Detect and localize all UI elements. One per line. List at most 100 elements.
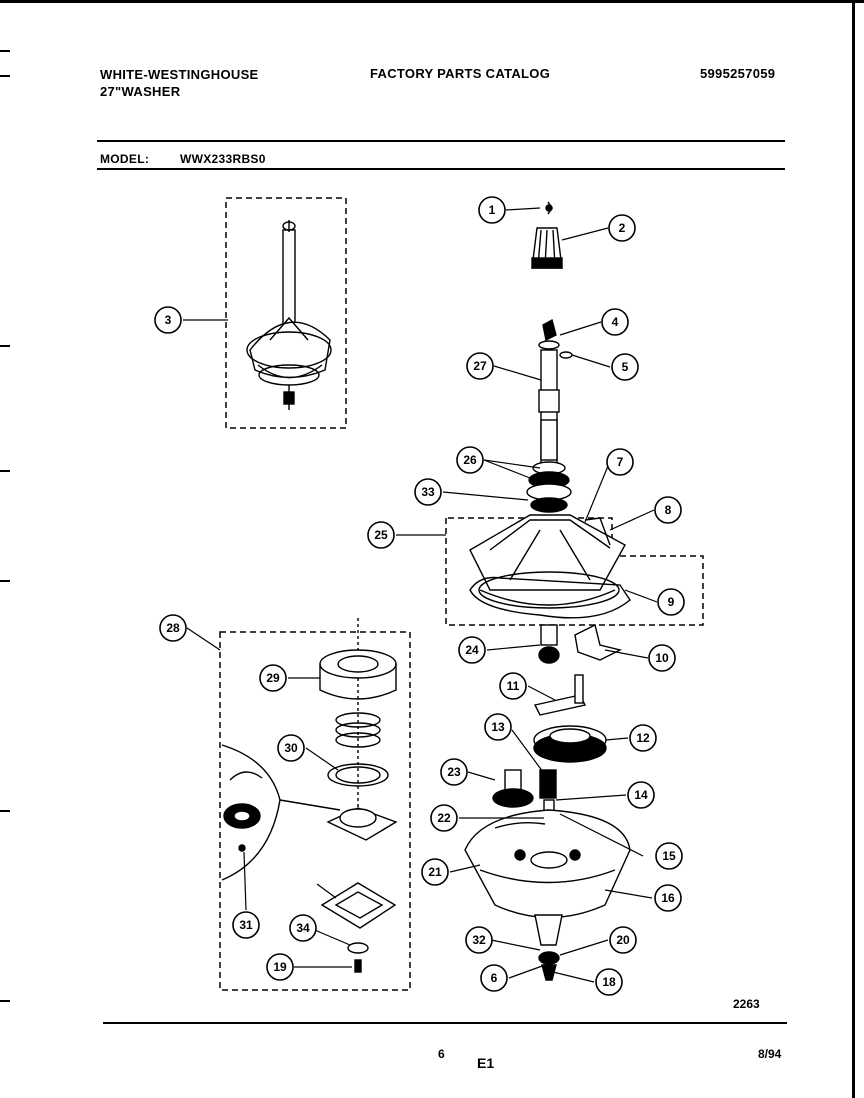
callout-number: 10 <box>655 651 669 665</box>
callout-number: 31 <box>239 918 253 932</box>
callout-5: 5 <box>611 353 639 381</box>
callout-circle <box>277 734 305 762</box>
section-code: E1 <box>477 1055 495 1071</box>
callout-number: 23 <box>447 765 461 779</box>
callout-circle <box>367 521 395 549</box>
callout-number: 11 <box>507 679 520 693</box>
margin-tick <box>0 470 10 472</box>
callout-circle <box>655 842 683 870</box>
callout-circle <box>611 353 639 381</box>
callout-circle <box>259 664 287 692</box>
callout-number: 19 <box>273 960 287 974</box>
callout-circle <box>654 884 682 912</box>
callout-11: 11 <box>499 672 527 700</box>
brand-name: WHITE-WESTINGHOUSE <box>100 67 259 82</box>
callout-number: 5 <box>622 360 629 374</box>
callout-number: 29 <box>266 671 280 685</box>
transmission-assembly-icon <box>246 220 332 410</box>
drawing-number: 2263 <box>733 997 760 1011</box>
margin-tick <box>0 810 10 812</box>
callout-circle <box>478 196 506 224</box>
callout-circle <box>440 758 468 786</box>
callout-circle <box>629 724 657 752</box>
callout-18: 18 <box>595 968 623 996</box>
product-name: 27"WASHER <box>100 84 181 99</box>
callout-circle <box>595 968 623 996</box>
header-rule <box>97 140 785 142</box>
callout-number: 22 <box>437 811 451 825</box>
callout-leaders <box>183 207 658 983</box>
callout-16: 16 <box>654 884 682 912</box>
callout-number: 7 <box>617 455 624 469</box>
callout-8: 8 <box>654 496 682 524</box>
callout-number: 30 <box>284 741 298 755</box>
callout-number: 28 <box>166 621 180 635</box>
callout-27: 27 <box>466 352 494 380</box>
margin-tick <box>0 580 10 582</box>
model-number: WWX233RBS0 <box>180 152 266 166</box>
callout-7: 7 <box>606 448 634 476</box>
callout-circle <box>458 636 486 664</box>
callout-number: 33 <box>421 485 435 499</box>
callout-4: 4 <box>601 308 629 336</box>
callout-circle <box>499 672 527 700</box>
callout-10: 10 <box>648 644 676 672</box>
callout-number: 34 <box>296 921 310 935</box>
callout-32: 32 <box>465 926 493 954</box>
callout-21: 21 <box>421 858 449 886</box>
callout-number: 21 <box>428 865 442 879</box>
callout-31: 31 <box>232 911 260 939</box>
seal-kit-drawing <box>221 618 398 973</box>
callout-number: 4 <box>612 315 619 329</box>
callout-9: 9 <box>657 588 685 616</box>
callout-20: 20 <box>609 926 637 954</box>
callout-circle <box>484 713 512 741</box>
callout-circle <box>601 308 629 336</box>
page-number: 6 <box>438 1047 445 1061</box>
callout-circle <box>648 644 676 672</box>
callout-23: 23 <box>440 758 468 786</box>
model-label: MODEL: <box>100 152 150 166</box>
callout-circle <box>480 964 508 992</box>
callout-circle <box>289 914 317 942</box>
catalog-number: 5995257059 <box>700 66 776 81</box>
right-border <box>852 0 855 1098</box>
callout-number: 25 <box>374 528 388 542</box>
callout-circle <box>456 446 484 474</box>
callout-circle <box>657 588 685 616</box>
callout-28: 28 <box>159 614 187 642</box>
callout-number: 26 <box>463 453 477 467</box>
callout-13: 13 <box>484 713 512 741</box>
callout-33: 33 <box>414 478 442 506</box>
top-border <box>0 0 864 3</box>
assembly-3-box <box>225 197 347 429</box>
callout-number: 6 <box>491 971 498 985</box>
margin-tick <box>0 345 10 347</box>
callout-number: 20 <box>616 933 630 947</box>
margin-tick <box>0 75 10 77</box>
callout-number: 27 <box>473 359 487 373</box>
callout-circle <box>414 478 442 506</box>
callout-circle <box>159 614 187 642</box>
callout-1: 1 <box>478 196 506 224</box>
callout-number: 12 <box>636 731 650 745</box>
callout-number: 15 <box>662 849 676 863</box>
callout-34: 34 <box>289 914 317 942</box>
callout-circle <box>466 352 494 380</box>
callout-26: 26 <box>456 446 484 474</box>
callout-14: 14 <box>627 781 655 809</box>
margin-tick <box>0 50 10 52</box>
callout-circle <box>654 496 682 524</box>
callout-19: 19 <box>266 953 294 981</box>
callout-circle <box>627 781 655 809</box>
callout-6: 6 <box>480 964 508 992</box>
callout-3: 3 <box>154 306 182 334</box>
callout-circle <box>232 911 260 939</box>
callout-circle <box>609 926 637 954</box>
footer-rule <box>103 1022 787 1024</box>
revision-date: 8/94 <box>758 1047 782 1061</box>
callout-circle <box>154 306 182 334</box>
